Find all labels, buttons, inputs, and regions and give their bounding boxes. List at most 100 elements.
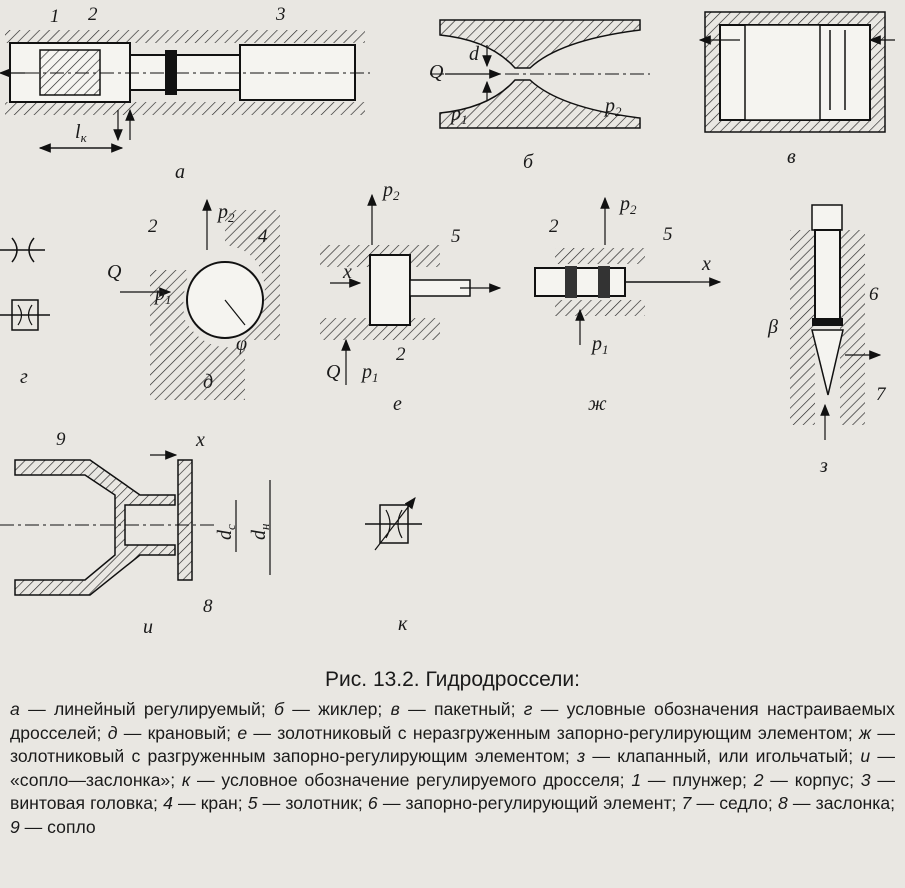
legend-item: 9 — сопло — [10, 817, 96, 837]
panel-k-symbol — [365, 497, 422, 551]
legend-key: 8 — [777, 793, 788, 813]
legend-text: — золотниковый с разгруженным запорно-ре… — [10, 722, 895, 767]
panel-letter-a: а — [175, 161, 185, 183]
legend-text: — седло; — [691, 793, 778, 813]
panel-letter-zh: ж — [588, 393, 607, 415]
symbol-q-d: Q — [107, 261, 122, 283]
symbol-beta-z: β — [767, 316, 778, 338]
panel-b-jet — [430, 19, 650, 129]
legend-item: д — крановый; — [108, 723, 238, 743]
legend-text: — жиклер; — [283, 699, 391, 719]
symbol-dc-i: dc — [214, 524, 238, 540]
legend-text: — пакетный; — [399, 699, 524, 719]
legend-text: — «сопло—заслонка»; — [10, 746, 895, 790]
legend-text: — золотниковый с неразгруженным запорно-… — [247, 722, 860, 743]
legend-key: 6 — [367, 793, 378, 813]
panel-zh-spool-balanced — [534, 196, 722, 345]
part-number-2a: 2 — [88, 4, 98, 25]
legend-item: 6 — запорно-регулирующий элемент; — [368, 793, 682, 813]
legend-key: з — [576, 746, 586, 766]
legend-text: — крановый; — [117, 722, 238, 743]
figure-legend: а — линейный регулируемый; б — жиклер; в… — [10, 698, 895, 839]
panel-letter-z: з — [819, 455, 828, 477]
panel-e-spool-unbalanced — [320, 193, 502, 385]
legend-item: е — золотниковый с неразгруженным запорн… — [237, 723, 859, 743]
part-number-2zh: 2 — [549, 216, 559, 237]
legend-key: 5 — [247, 793, 258, 813]
legend-text: — сопло — [19, 816, 96, 837]
legend-text: — заслонка; — [787, 793, 896, 813]
part-number-6: 6 — [869, 284, 879, 305]
legend-item: 2 — корпус; — [754, 770, 861, 790]
legend-key: 4 — [163, 793, 173, 813]
part-number-9: 9 — [56, 429, 66, 450]
legend-text: — плунжер; — [641, 769, 754, 790]
panel-letter-v: в — [787, 146, 796, 168]
panel-letter-i: и — [143, 616, 153, 638]
legend-text: — линейный регулируемый; — [19, 699, 275, 719]
symbol-q-e: Q — [326, 361, 341, 383]
legend-item: в — пакетный; — [391, 699, 524, 719]
legend-key: 3 — [860, 769, 871, 790]
panel-d-cock — [120, 198, 280, 400]
legend-text: — корпус; — [763, 769, 861, 790]
figure-diagram: а б в г д е ж з и к 1 2 3 2 4 5 2 2 5 6 … — [0, 4, 895, 638]
legend-item: г — условные обозначения настраиваемых д… — [10, 699, 895, 743]
legend-key: д — [107, 722, 118, 743]
part-number-5zh: 5 — [663, 224, 673, 245]
legend-key: и — [860, 746, 871, 766]
symbol-lk-a: lк — [75, 121, 88, 145]
symbol-x-zh: x — [701, 253, 711, 275]
panel-v-packet — [698, 11, 895, 133]
symbol-p2-d: p2 — [216, 201, 235, 225]
legend-item: 1 — плунжер; — [631, 770, 753, 790]
symbol-q-b: Q — [429, 61, 444, 83]
panel-g-symbols — [0, 237, 50, 331]
part-number-4: 4 — [258, 226, 268, 247]
legend-key: б — [274, 699, 284, 719]
legend-key: 9 — [10, 816, 20, 837]
legend-text: — условное обозначение регулируемого дро… — [190, 769, 632, 790]
symbol-p1-e: p1 — [360, 361, 379, 385]
panel-i-nozzle-flapper — [0, 450, 271, 596]
symbol-p2-zh: p2 — [618, 193, 637, 217]
legend-text: — золотник; — [257, 793, 368, 813]
legend-item: 8 — заслонка; — [778, 793, 895, 813]
symbol-p2-b: p2 — [603, 95, 622, 119]
panel-letter-d: д — [203, 371, 213, 393]
legend-item: 4 — кран; — [163, 793, 248, 813]
legend-key: к — [181, 769, 191, 790]
panel-letter-k: к — [398, 613, 408, 635]
legend-item: к — условное обозначение регулируемого д… — [182, 770, 631, 790]
part-number-2d: 2 — [148, 216, 158, 237]
legend-key: ж — [859, 722, 872, 743]
figure-caption: Рис. 13.2. Гидродроссели: — [325, 668, 580, 691]
legend-key: е — [237, 722, 248, 743]
part-number-7: 7 — [876, 384, 887, 405]
legend-text: — винтовая головка; — [10, 769, 895, 814]
legend-item: б — жиклер; — [274, 699, 391, 719]
symbol-d-b: d — [469, 43, 480, 65]
legend-key: 2 — [753, 769, 764, 790]
legend-text: — кран; — [172, 793, 248, 813]
legend-key: в — [390, 699, 400, 719]
part-number-3: 3 — [275, 4, 286, 25]
panel-letter-g: г — [20, 366, 28, 388]
legend-key: 7 — [681, 793, 692, 813]
part-number-1: 1 — [50, 6, 60, 27]
symbol-p1-b: p1 — [449, 103, 468, 127]
legend-item: 3 — винтовая головка; — [10, 770, 895, 814]
panel-a-linear-throttle — [0, 30, 370, 153]
symbol-p1-d: p1 — [153, 283, 172, 307]
legend-key: г — [523, 699, 533, 719]
legend-text: — клапанный, или игольчатый; — [585, 746, 861, 766]
symbol-dn-i: dн — [248, 524, 272, 540]
part-number-5e: 5 — [451, 226, 461, 247]
symbol-p2-e: p2 — [381, 179, 400, 203]
symbol-x-e: x — [342, 261, 352, 283]
legend-item: з — клапанный, или игольчатый; — [577, 746, 860, 766]
symbol-x-i: x — [195, 429, 205, 451]
legend-item: ж — золотниковый с разгруженным запорно-… — [10, 723, 895, 767]
panel-letter-b: б — [523, 151, 534, 173]
panel-z-needle-valve — [790, 204, 882, 440]
